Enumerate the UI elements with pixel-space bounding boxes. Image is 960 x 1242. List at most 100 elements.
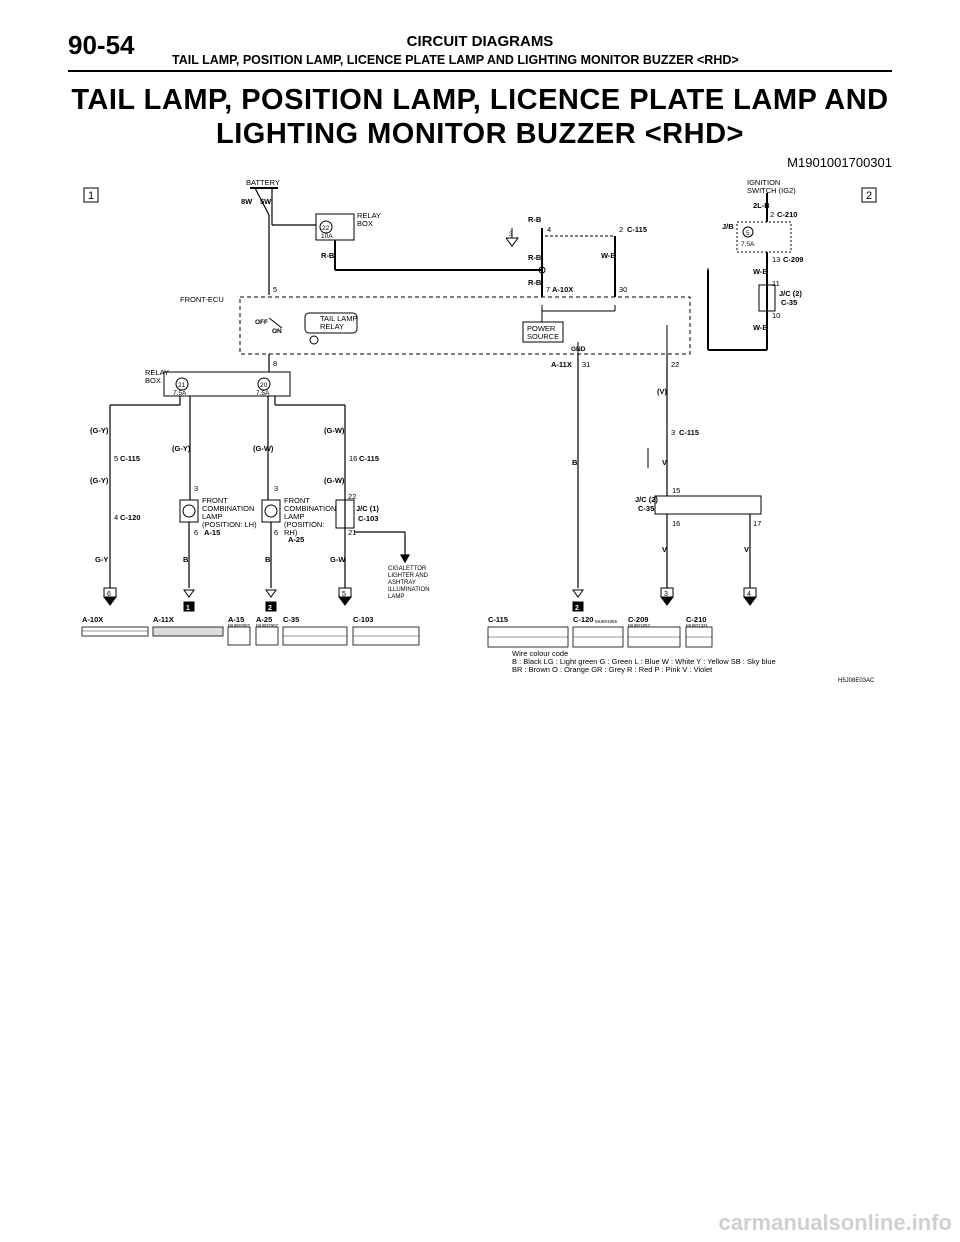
page-number: 90-54 xyxy=(68,30,135,60)
conn-c115-tag-1: C-115 xyxy=(627,225,647,234)
conn-a25-footprint xyxy=(255,626,279,646)
cigar-label-4: ILLUMINATION xyxy=(388,587,430,593)
footer-conn-c35: C-35 xyxy=(283,615,299,624)
ground-tag-3: 3 xyxy=(664,591,668,598)
jb-box xyxy=(736,221,792,253)
ground-tag-4: 4 xyxy=(747,591,751,598)
ground-3 xyxy=(660,596,674,606)
lamp-lh-label-1: FRONT xyxy=(202,496,228,505)
pin-22-ecu: 22 xyxy=(671,360,679,369)
sheet-marker-2: 2 xyxy=(866,190,872,202)
jc2-top xyxy=(758,284,776,312)
relay-coil xyxy=(309,335,319,345)
ground-lh xyxy=(183,589,195,598)
splice-tag-2b: 2 xyxy=(575,605,579,612)
part-number-a15: MU802907 xyxy=(228,623,251,628)
colour-code-line-1: B : Black LG : Light green G : Green L :… xyxy=(512,657,776,666)
fuse-5-label: 5 xyxy=(746,230,750,237)
footer-conn-c209: C-209 xyxy=(628,615,648,624)
fuse-22-label: 22 xyxy=(322,225,330,232)
jb-label: J/B xyxy=(722,222,734,231)
conn-a11x-tag: A-11X xyxy=(551,360,572,369)
relay-on-label: ON xyxy=(272,328,282,335)
footer-conn-a15: A-15 xyxy=(228,615,244,624)
splice-tag-2a: 2 xyxy=(268,605,272,612)
relay-switch xyxy=(268,317,283,329)
conn-a11x-footprint xyxy=(152,626,224,637)
relay-off-label: OFF xyxy=(255,319,268,326)
pin-4-top: 4 xyxy=(547,225,551,234)
pin-15: 15 xyxy=(672,486,680,495)
lamp-rh-label-5: RH) xyxy=(284,528,298,537)
lamp-rh-label-1: FRONT xyxy=(284,496,310,505)
section-title: CIRCUIT DIAGRAMS xyxy=(406,33,554,50)
ground-6 xyxy=(103,596,117,606)
pin-13: 13 xyxy=(772,255,780,264)
sheet-marker-1-box xyxy=(83,187,99,203)
relay-box-top-label-1: RELAY xyxy=(357,211,381,220)
fuse-5-rating: 7.5A xyxy=(741,241,755,248)
pin-6-rh: 6 xyxy=(274,528,278,537)
pin-5-ecu: 5 xyxy=(273,285,277,294)
power-source-box xyxy=(522,321,564,343)
footer-conn-c120: C-120 xyxy=(573,615,593,624)
conn-c115-tag-4: C-115 xyxy=(359,454,379,463)
splice-2a xyxy=(265,601,277,612)
pin-17: 17 xyxy=(753,519,761,528)
ground-tag-5: 5 xyxy=(342,591,346,598)
ground-b xyxy=(572,589,584,598)
pin-3-c115: 3 xyxy=(671,428,675,437)
lamp-rh-label-2: COMBINATION xyxy=(284,504,336,513)
pin-4-c120: 4 xyxy=(114,513,118,522)
splice-tag-1: 1 xyxy=(186,605,190,612)
splice-2b xyxy=(572,601,584,612)
wire-rb-label-1: R-B xyxy=(528,215,542,224)
wire-v-label-mid: V xyxy=(662,458,667,467)
colour-code-line-2: BR : Brown O : Orange GR : Grey R : Red … xyxy=(512,665,713,674)
ground-4 xyxy=(743,596,757,606)
wire-gy-paren-3: (G-Y) xyxy=(90,476,109,485)
section-subtitle: TAIL LAMP, POSITION LAMP, LICENCE PLATE … xyxy=(172,53,739,67)
fuse-5-symbol xyxy=(742,226,754,238)
splice-1 xyxy=(183,601,195,612)
wire-2lb-label: 2L-B xyxy=(753,201,770,210)
fuse-21-rating: 7.5A xyxy=(173,390,187,397)
relay-box-left xyxy=(163,371,291,397)
wire-v-label-r: V xyxy=(744,545,749,554)
watermark: carmanualsonline.info xyxy=(718,1210,953,1235)
lamp-rh-label-4: (POSITION: xyxy=(284,520,324,529)
wire-gw-label: G-W xyxy=(330,555,346,564)
wire-b-label-rh: B xyxy=(265,555,271,564)
fuse-20-symbol xyxy=(257,377,271,391)
pin-16-c115: 16 xyxy=(349,454,357,463)
relay-box-left-label-1: RELAY xyxy=(145,368,169,377)
ignition-label-2: SWITCH (IG2) xyxy=(747,186,796,195)
part-number-c210: MU801331 xyxy=(686,623,709,628)
relay-box-top-label-2: BOX xyxy=(357,219,373,228)
pin-3-lh: 3 xyxy=(194,484,198,493)
wire-wb-label-r1: W-B xyxy=(753,267,768,276)
ground-3-tag: 3 xyxy=(509,231,513,238)
jc2-top-label: J/C (2) xyxy=(779,289,802,298)
pin-31: 31 xyxy=(582,360,590,369)
pin-5-c115: 5 xyxy=(114,454,118,463)
jc1-label: J/C (1) xyxy=(356,504,379,513)
power-source-label-2: SOURCE xyxy=(527,332,559,341)
wire-gy-label: G-Y xyxy=(95,555,108,564)
page-title: TAIL LAMP, POSITION LAMP, LICENCE PLATE … xyxy=(0,83,960,151)
wire-wb-label-r2: W-B xyxy=(753,323,768,332)
wire-gw-paren-3: (G-W) xyxy=(324,476,345,485)
lamp-rh-label-3: LAMP xyxy=(284,512,304,521)
conn-c115-tag-2: C-115 xyxy=(679,428,699,437)
front-ecu-box xyxy=(239,296,691,355)
conn-c209-tag-top: C-209 xyxy=(783,255,803,264)
jc2-bottom xyxy=(654,495,762,515)
pin-30: 30 xyxy=(619,285,627,294)
wire-8w xyxy=(254,187,270,216)
conn-c103-tag: C-103 xyxy=(358,514,378,523)
power-source-label-1: POWER xyxy=(527,324,556,333)
title-line-1: TAIL LAMP, POSITION LAMP, LICENCE PLATE … xyxy=(71,84,889,116)
front-lamp-lh-bulb xyxy=(182,504,196,518)
fuse-21-label: 21 xyxy=(178,382,186,389)
cigar-label-3: ASHTRAY xyxy=(388,580,416,586)
